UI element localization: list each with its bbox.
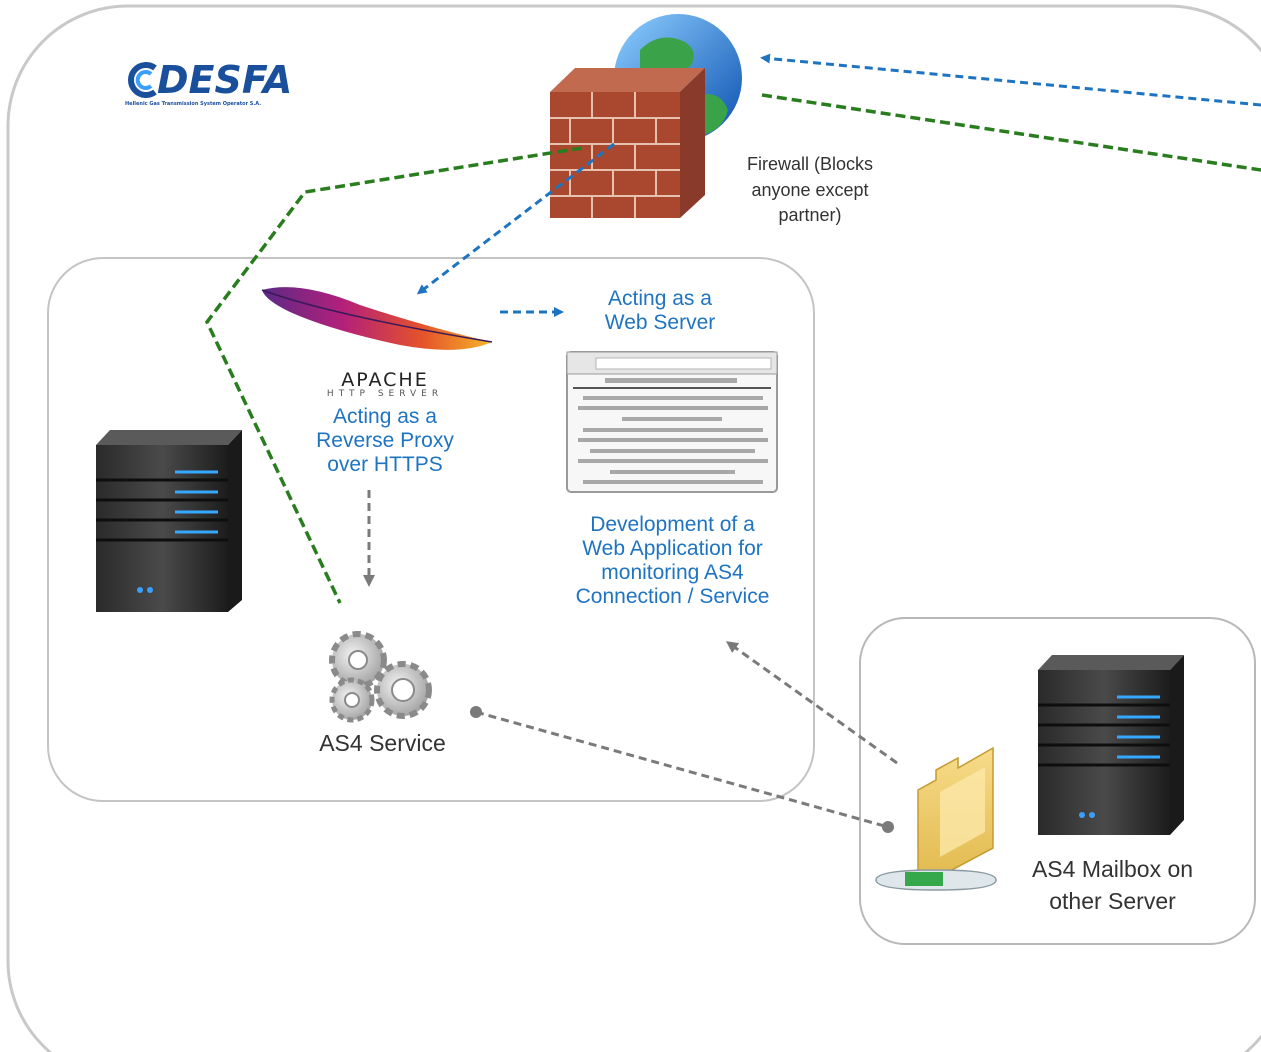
- apache-role-line: Acting as a: [333, 405, 437, 428]
- apache-role-label: Acting as a Reverse Proxy over HTTPS: [270, 405, 500, 477]
- mailbox-link-endpoint: [882, 821, 894, 833]
- web-app-line: monitoring AS4: [601, 561, 744, 585]
- gray-service-to-mailbox-link: [475, 710, 889, 829]
- firewall-label-line: Firewall (Blocks: [746, 154, 874, 174]
- desfa-logo-mark-icon: [128, 62, 157, 98]
- as4-service-label: AS4 Service: [319, 730, 446, 756]
- web-app-line: Web Application for: [582, 537, 763, 561]
- server-icon-other: [1038, 655, 1184, 835]
- web-app-line: Connection / Service: [575, 585, 770, 609]
- service-link-endpoint: [470, 706, 482, 718]
- firewall-icon: [550, 68, 705, 218]
- web-server-line: Web Server: [604, 311, 716, 335]
- browser-window-icon: [566, 351, 778, 493]
- firewall-label: Firewall (Blocks anyone except partner): [720, 152, 900, 229]
- mailbox-label-line: AS4 Mailbox on: [1031, 856, 1194, 882]
- firewall-label-line: anyone except: [751, 179, 869, 200]
- apache-role-line: Reverse Proxy: [316, 429, 454, 453]
- firewall-label-line: partner): [778, 205, 842, 226]
- green-external-link: [761, 93, 1261, 172]
- gray-mailbox-to-webapp-arrow: [725, 641, 898, 765]
- green-partner-path: [204, 146, 583, 604]
- blue-firewall-to-apache-arrow: [416, 142, 615, 295]
- server-icon-desfa: [96, 430, 242, 612]
- web-server-line: Acting as a: [608, 287, 712, 310]
- mailbox-label-line: other Server: [1049, 888, 1176, 915]
- apache-logo-subtext: HTTP SERVER: [326, 389, 444, 399]
- desfa-logo-tagline: Hellenic Gas Transmission System Operato…: [125, 101, 262, 107]
- web-server-label: Acting as a Web Server: [560, 287, 760, 335]
- web-app-label: Development of a Web Application for mon…: [530, 513, 815, 610]
- desfa-logo: DESFA Hellenic Gas Transmission System O…: [125, 58, 310, 110]
- outer-frame: [6, 4, 1261, 1052]
- apache-role-line: over HTTPS: [327, 453, 443, 477]
- apache-logo-text: APACHE: [341, 369, 429, 391]
- gears-icon: [329, 631, 432, 723]
- shared-folder-icon: [875, 746, 997, 891]
- web-app-line: Development of a: [590, 513, 755, 536]
- mailbox-label: AS4 Mailbox on other Server: [1000, 853, 1225, 917]
- desfa-logo-text: DESFA: [157, 58, 293, 102]
- blue-inbound-arrow: [760, 53, 1261, 107]
- apache-feather-icon: [261, 287, 493, 350]
